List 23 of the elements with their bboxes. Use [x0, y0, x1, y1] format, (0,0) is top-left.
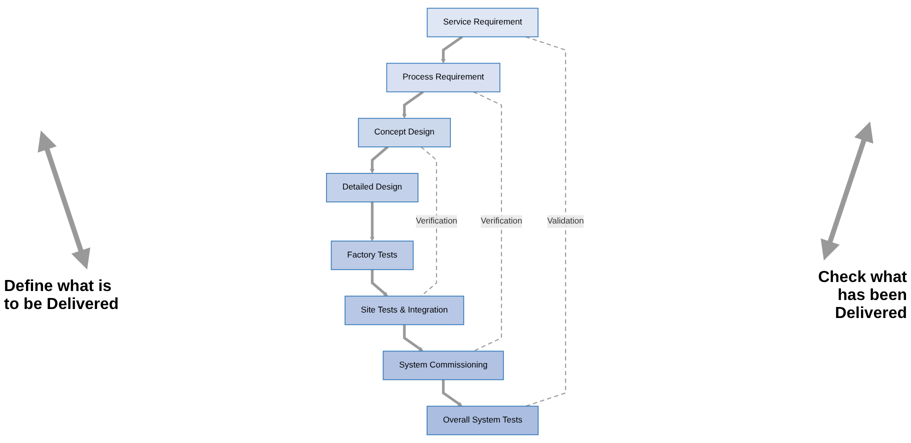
connector [526, 36, 566, 407]
arrow [371, 270, 388, 296]
arrow [441, 36, 464, 64]
edge-label: Validation [548, 216, 584, 226]
arrow [370, 146, 389, 174]
node-box: Site Tests & Integration [345, 296, 464, 326]
arrow [403, 324, 424, 352]
node-box: Service Requirement [427, 8, 539, 38]
arrow [442, 380, 463, 406]
node-box: Concept Design [358, 118, 452, 148]
arrow [402, 90, 424, 119]
node-box: Process Requirement [386, 62, 501, 92]
edge-label: Verification [416, 216, 458, 226]
node-box: System Commissioning [383, 350, 504, 380]
side-note: Define what is to be Delivered [4, 278, 120, 314]
edge-label: Verification [481, 216, 523, 226]
node-box: Overall System Tests [427, 406, 539, 436]
connector [474, 91, 502, 352]
node-box: Factory Tests [331, 240, 414, 270]
arrow [370, 202, 375, 242]
connector [421, 146, 438, 297]
side-note: Check what has been Delivered [817, 268, 907, 322]
node-box: Detailed Design [326, 172, 419, 202]
